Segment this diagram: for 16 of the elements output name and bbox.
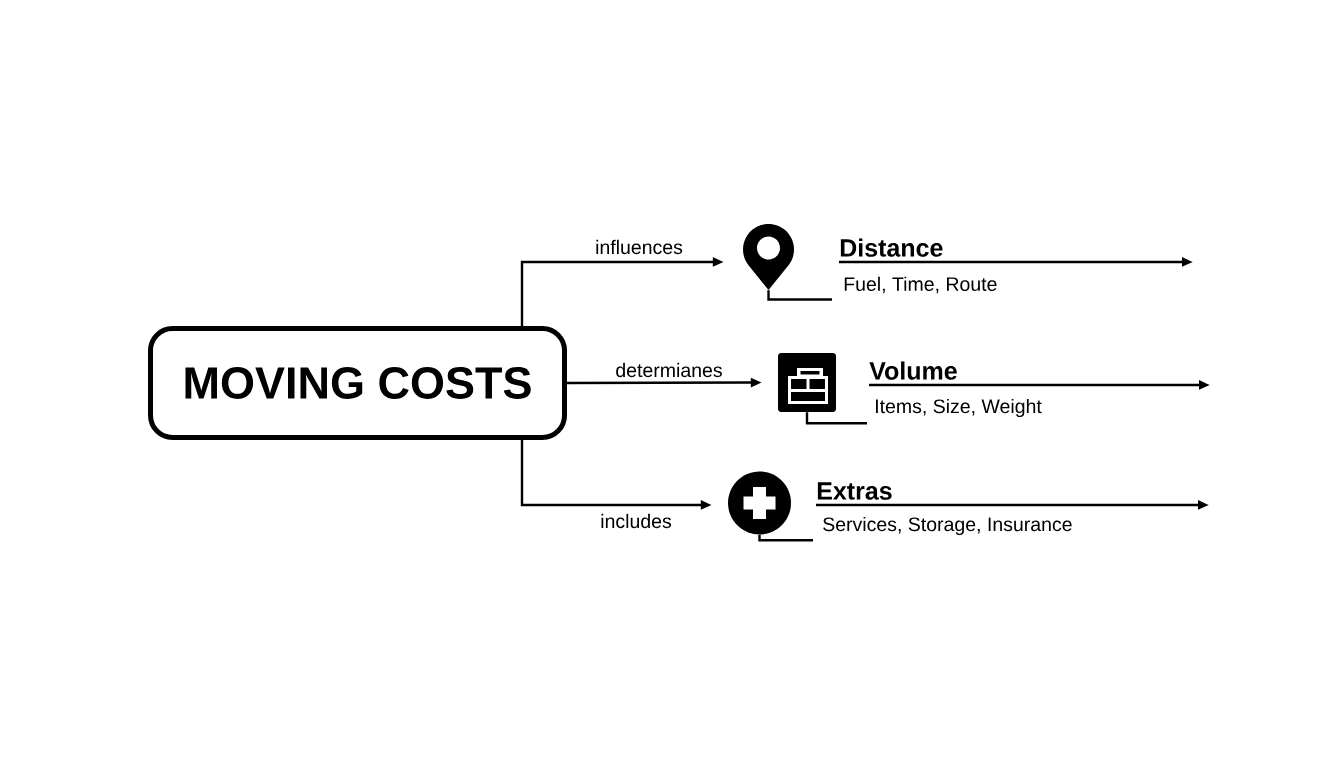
subheading: Items, Size, Weight	[876, 398, 1042, 418]
subheading: Services, Storage, Insurance	[823, 516, 1072, 536]
bricks-icon	[778, 353, 836, 412]
heading: Distance	[840, 238, 943, 257]
heading: Extras	[817, 482, 892, 500]
plus-icon	[728, 471, 791, 535]
subheading: Fuel, Time, Route	[844, 276, 997, 294]
edge-label: determianes	[613, 361, 725, 379]
map-pin-icon	[743, 224, 794, 290]
edge-label: includes	[598, 512, 674, 530]
heading: Volume	[869, 361, 957, 380]
edge-label: influences	[593, 238, 685, 256]
leader-line	[758, 534, 813, 542]
rounded-box: MOVING COSTS	[148, 326, 567, 440]
leader-line	[767, 290, 832, 301]
leader-line	[805, 412, 867, 425]
